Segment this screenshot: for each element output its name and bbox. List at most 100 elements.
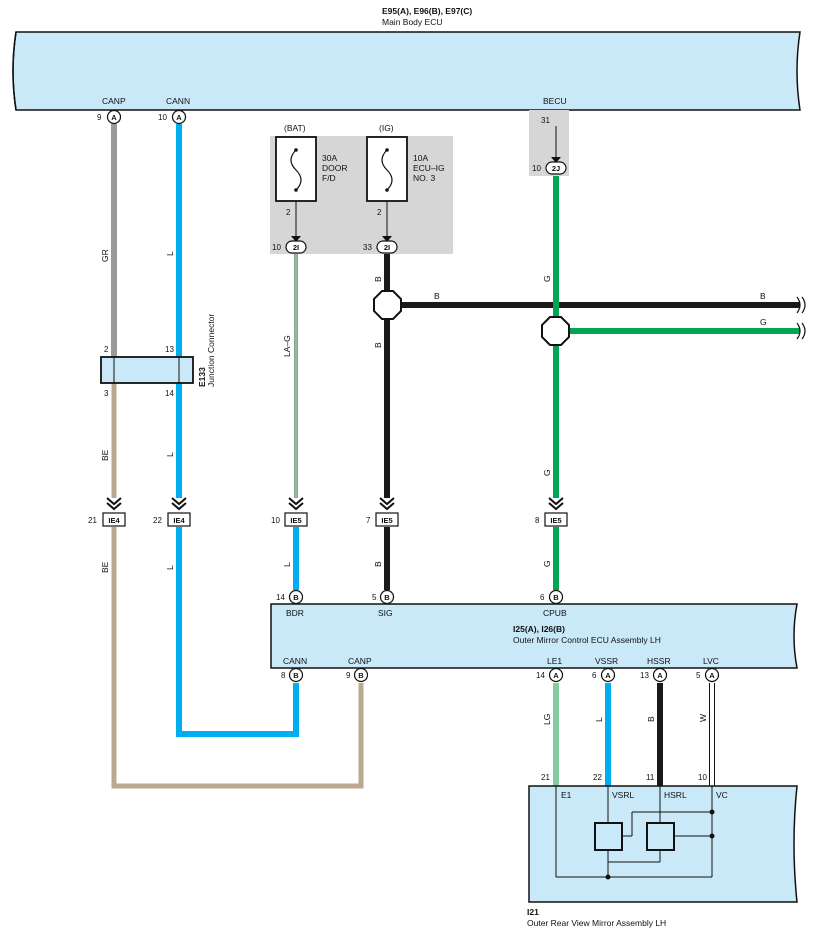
svg-text:IE5: IE5 bbox=[381, 516, 392, 525]
pin-mirror-bdr: 14 B bbox=[276, 589, 304, 605]
wire-label-g-cpub: G bbox=[542, 560, 552, 567]
wire-label-l-bdr: L bbox=[282, 562, 292, 567]
svg-text:6: 6 bbox=[592, 671, 597, 680]
svg-text:7: 7 bbox=[366, 516, 371, 525]
svg-text:A: A bbox=[111, 113, 117, 122]
svg-text:9: 9 bbox=[97, 113, 102, 122]
junction-connector-box bbox=[100, 356, 194, 384]
mirror-assembly-pin-vsrl: VSRL bbox=[612, 790, 634, 800]
pin-mirror-hssr: 13 A bbox=[640, 667, 668, 683]
main-body-ecu-box bbox=[12, 31, 801, 111]
wire-label-la-g: LA–G bbox=[282, 335, 292, 357]
connector-2j: 10 2J bbox=[532, 157, 567, 175]
svg-text:IE4: IE4 bbox=[173, 516, 185, 525]
fuse-30a-rating: 30A bbox=[322, 153, 337, 163]
break-mark-b bbox=[796, 296, 806, 314]
pin-name-lvc: LVC bbox=[703, 656, 719, 666]
svg-text:2I: 2I bbox=[293, 243, 299, 252]
pin-name-cann-top: CANN bbox=[166, 96, 190, 106]
wire-label-g-2: G bbox=[542, 469, 552, 476]
svg-text:5: 5 bbox=[372, 593, 377, 602]
svg-text:8: 8 bbox=[535, 516, 540, 525]
pin-mirror-canp: 9 B bbox=[346, 667, 369, 683]
mirror-assembly-name: Outer Rear View Mirror Assembly LH bbox=[527, 918, 666, 928]
junction-pin-2: 2 bbox=[104, 345, 109, 354]
pin-name-canp-top: CANP bbox=[102, 96, 126, 106]
pin-name-bdr: BDR bbox=[286, 608, 304, 618]
pin-mirror-cann: 8 B bbox=[281, 667, 304, 683]
pin-name-cpub: CPUB bbox=[543, 608, 567, 618]
pin-name-hssr: HSSR bbox=[647, 656, 671, 666]
svg-text:10: 10 bbox=[532, 164, 541, 173]
svg-text:21: 21 bbox=[88, 516, 97, 525]
connector-ie4-21: 21 IE4 bbox=[88, 497, 126, 527]
fuse-supply-ig: (IG) bbox=[379, 123, 394, 133]
svg-text:B: B bbox=[293, 593, 299, 602]
connector-ie5-8: 8 IE5 bbox=[535, 497, 568, 527]
mirror-assembly-pin-hsrl: HSRL bbox=[664, 790, 687, 800]
fuse-30a-line1: DOOR bbox=[322, 163, 348, 173]
wire-label-l-3: L bbox=[165, 565, 175, 570]
mirror-assembly-pin-vc: VC bbox=[716, 790, 728, 800]
pin-main-canp: 9 A bbox=[97, 109, 122, 125]
mirror-assembly-pin-10: 10 bbox=[698, 773, 707, 782]
wire-label-b-sig: B bbox=[373, 561, 383, 567]
svg-text:13: 13 bbox=[640, 671, 649, 680]
svg-text:33: 33 bbox=[363, 243, 372, 252]
fuse-10a-symbol bbox=[381, 149, 393, 191]
pin-mirror-cpub: 6 B bbox=[540, 589, 564, 605]
mirror-ecu-code: I25(A), I26(B) bbox=[513, 624, 565, 634]
svg-text:A: A bbox=[709, 671, 715, 680]
wire-label-gr: GR bbox=[100, 249, 110, 262]
connector-2i-ig: 33 2I bbox=[363, 236, 398, 254]
junction-name: Junction Connector bbox=[206, 314, 216, 387]
connector-ie5-10: 10 IE5 bbox=[271, 497, 308, 527]
fuse-10a-line1: ECU–IG bbox=[413, 163, 445, 173]
pin-mirror-vssr: 6 A bbox=[592, 667, 616, 683]
svg-text:B: B bbox=[384, 593, 390, 602]
fuse-supply-bat: (BAT) bbox=[284, 123, 306, 133]
mirror-assembly-pin-21: 21 bbox=[541, 773, 550, 782]
splice-point-b bbox=[373, 290, 402, 320]
fuse-10a-pin: 2 bbox=[377, 208, 382, 217]
wire-label-l-2: L bbox=[165, 452, 175, 457]
pin-name-sig: SIG bbox=[378, 608, 393, 618]
fuse-10a-line2: NO. 3 bbox=[413, 173, 435, 183]
connector-2i-bat: 10 2I bbox=[272, 236, 307, 254]
mirror-ecu-name: Outer Mirror Control ECU Assembly LH bbox=[513, 635, 661, 645]
wire-label-b-branch-end: B bbox=[760, 291, 766, 301]
main-body-ecu-name: Main Body ECU bbox=[382, 17, 442, 27]
junction-pin-3: 3 bbox=[104, 389, 109, 398]
pin-name-vssr: VSSR bbox=[595, 656, 618, 666]
wire-label-b-hssr: B bbox=[646, 716, 656, 722]
svg-text:A: A bbox=[605, 671, 611, 680]
splice-point-g bbox=[541, 316, 570, 346]
pin-main-becu-num: 31 bbox=[541, 116, 550, 125]
break-mark-g bbox=[796, 322, 806, 340]
svg-text:IE5: IE5 bbox=[550, 516, 561, 525]
mirror-internal-circuit bbox=[555, 786, 713, 878]
svg-text:10: 10 bbox=[271, 516, 280, 525]
junction-pin-14: 14 bbox=[165, 389, 174, 398]
svg-text:B: B bbox=[358, 671, 364, 680]
mirror-assembly-pin-e1: E1 bbox=[561, 790, 572, 800]
pin-mirror-sig: 5 B bbox=[372, 589, 395, 605]
wire-label-b-branch: B bbox=[434, 291, 440, 301]
wire-label-be-1: BE bbox=[100, 449, 110, 461]
svg-text:10: 10 bbox=[158, 113, 167, 122]
wire-label-l-1: L bbox=[165, 251, 175, 256]
wire-label-w: W bbox=[698, 714, 708, 722]
fuse-10a-rating: 10A bbox=[413, 153, 428, 163]
fuse-30a-line2: F/D bbox=[322, 173, 336, 183]
pin-name-becu: BECU bbox=[543, 96, 567, 106]
svg-text:2J: 2J bbox=[552, 164, 560, 173]
svg-text:6: 6 bbox=[540, 593, 545, 602]
fuse-30a-pin: 2 bbox=[286, 208, 291, 217]
connector-ie4-22: 22 IE4 bbox=[153, 497, 191, 527]
svg-text:IE5: IE5 bbox=[290, 516, 301, 525]
wire-canp-tan-route bbox=[111, 527, 364, 789]
svg-text:14: 14 bbox=[536, 671, 545, 680]
pin-mirror-le1: 14 A bbox=[536, 667, 564, 683]
main-body-ecu-code: E95(A), E96(B), E97(C) bbox=[382, 6, 472, 16]
